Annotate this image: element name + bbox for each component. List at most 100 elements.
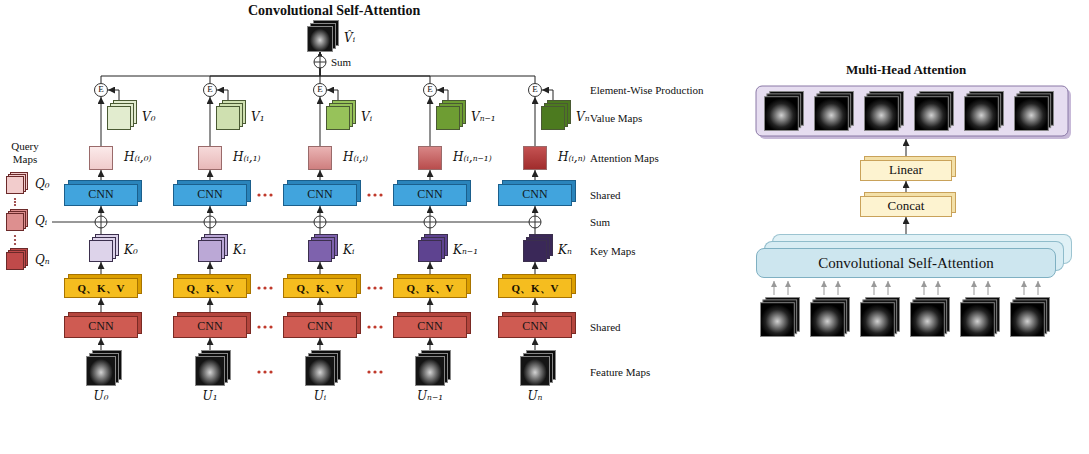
group-label: Query Maps bbox=[2, 140, 48, 165]
cnn-block: CNN bbox=[498, 184, 572, 206]
input-arrow bbox=[874, 281, 875, 295]
dot bbox=[269, 370, 272, 373]
attention-map: H₍ᵢ,₀₎ bbox=[89, 146, 113, 170]
row-label: Feature Maps bbox=[590, 366, 650, 378]
feature-image bbox=[1014, 91, 1053, 130]
label-holder: Feature Maps bbox=[590, 366, 650, 379]
label-holder: Sum bbox=[331, 56, 351, 69]
node-text: CNN bbox=[88, 188, 113, 201]
node-text: H₍ᵢ,ₙ₋₁₎ bbox=[453, 151, 492, 164]
node-text: Convolutional Self-Attention bbox=[818, 255, 993, 272]
node-text: K₁ bbox=[233, 244, 247, 257]
value-map: V₁ bbox=[216, 106, 240, 130]
dot bbox=[379, 325, 382, 328]
connector bbox=[535, 262, 536, 278]
attention-map: H₍ᵢ,₁₎ bbox=[198, 146, 222, 170]
node-text: U₀ bbox=[94, 390, 109, 403]
dot bbox=[269, 193, 272, 196]
qkv-block: Q、K、V bbox=[498, 278, 572, 298]
input-arrow bbox=[988, 281, 989, 295]
feature-image bbox=[810, 297, 849, 336]
row-label: Element-Wise Production bbox=[590, 84, 704, 96]
cnn-block: CNN bbox=[64, 184, 138, 206]
connector bbox=[320, 170, 321, 184]
title-holder: Convolutional Self-Attention bbox=[248, 3, 420, 19]
connector bbox=[906, 217, 907, 248]
node-text: Vᵢ bbox=[361, 111, 372, 124]
connector bbox=[430, 97, 431, 146]
row-label: Key Maps bbox=[590, 245, 636, 257]
dot bbox=[367, 286, 370, 289]
node-text: E bbox=[98, 85, 104, 95]
node-text: U₁ bbox=[203, 390, 218, 403]
node-text: V̂ᵢ bbox=[344, 32, 355, 45]
connector bbox=[101, 52, 320, 83]
cnn-block: CNN bbox=[498, 316, 572, 338]
dot bbox=[269, 286, 272, 289]
node-text: V₁ bbox=[251, 111, 264, 124]
row-label: Value Maps bbox=[590, 112, 642, 124]
node-text: CNN bbox=[417, 188, 442, 201]
node-text: K₀ bbox=[124, 244, 138, 257]
query-wire bbox=[52, 222, 535, 223]
key-map: Kᵢ bbox=[308, 240, 332, 262]
connector bbox=[210, 97, 211, 146]
output-images bbox=[764, 91, 1053, 130]
label-holder: Attention Maps bbox=[590, 152, 659, 165]
input-images bbox=[760, 297, 1049, 336]
dot bbox=[257, 193, 260, 196]
label-holder: Sum bbox=[590, 216, 610, 229]
node-text: CNN bbox=[522, 320, 547, 333]
input-arrow bbox=[824, 281, 825, 295]
sum-circle bbox=[95, 216, 107, 228]
sum-circle bbox=[424, 216, 436, 228]
input-arrows bbox=[774, 281, 1038, 295]
input-arrow bbox=[1024, 281, 1025, 295]
sum-circles bbox=[95, 56, 541, 228]
node-text: Kᵢ bbox=[343, 244, 354, 257]
connector bbox=[101, 170, 102, 184]
value-map: V₀ bbox=[107, 106, 131, 130]
dot bbox=[14, 198, 16, 200]
node-text: CNN bbox=[522, 188, 547, 201]
connector bbox=[320, 97, 321, 146]
output-arrow bbox=[906, 139, 907, 156]
feature-image bbox=[764, 91, 803, 130]
input-arrow bbox=[788, 281, 789, 295]
query-map: Qᵢ bbox=[6, 213, 24, 231]
feature-image bbox=[910, 297, 949, 336]
output-map: V̂ᵢ bbox=[307, 26, 333, 52]
connector bbox=[210, 170, 211, 184]
node-text: E bbox=[317, 85, 323, 95]
query-map: Q₀ bbox=[6, 176, 24, 194]
qkv-block: Q、K、V bbox=[64, 278, 138, 298]
dot bbox=[373, 325, 376, 328]
node-text: Kₙ₋₁ bbox=[453, 244, 478, 257]
dot bbox=[373, 286, 376, 289]
node-text: Q、K、V bbox=[406, 282, 453, 294]
feature-image bbox=[814, 91, 853, 130]
node-text: H₍ᵢ,₀₎ bbox=[124, 151, 151, 164]
connector bbox=[320, 262, 321, 278]
connector bbox=[101, 298, 102, 316]
feature-map: Uᵢ bbox=[305, 356, 335, 386]
attention-map: H₍ᵢ,ₙ₎ bbox=[523, 146, 547, 170]
node-text: Kₙ bbox=[558, 244, 572, 257]
sum-cross bbox=[314, 216, 326, 228]
sum-label: Sum bbox=[331, 56, 351, 68]
cnn-block: CNN bbox=[64, 316, 138, 338]
attention-block: Convolutional Self-Attention bbox=[756, 248, 1056, 278]
node-text: Uₙ₋₁ bbox=[417, 390, 443, 403]
key-map: Kₙ₋₁ bbox=[418, 240, 442, 262]
value-map: Vᵢ bbox=[326, 106, 350, 130]
feature-map: U₀ bbox=[86, 356, 116, 386]
node-text: Qᵢ bbox=[35, 215, 47, 228]
sum-cross bbox=[204, 216, 216, 228]
connector bbox=[210, 298, 211, 316]
node-text: CNN bbox=[197, 188, 222, 201]
cnn-block: CNN bbox=[283, 316, 357, 338]
connector bbox=[217, 90, 228, 106]
feature-image bbox=[914, 91, 953, 130]
panel-title: Multi-Head Attention bbox=[846, 62, 966, 77]
